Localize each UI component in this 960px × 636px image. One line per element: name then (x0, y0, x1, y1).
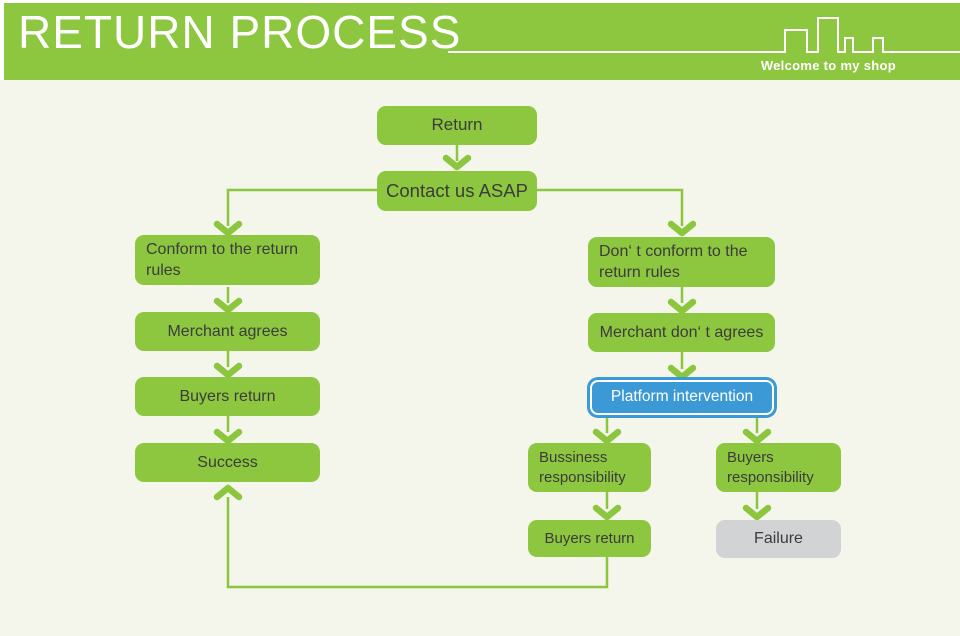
node-dont-conform-to-rules: Don‘ t conform to the return rules (588, 237, 775, 287)
node-contact-us-asap: Contact us ASAP (377, 171, 537, 211)
page-title: RETURN PROCESS (18, 6, 462, 58)
node-failure: Failure (716, 520, 841, 558)
node-merchant-agrees: Merchant agrees (135, 312, 320, 351)
node-platform-intervention: Platform intervention (590, 380, 774, 415)
node-success: Success (135, 443, 320, 482)
node-buyers-return-left: Buyers return (135, 377, 320, 416)
header-tagline: Welcome to my shop (760, 58, 896, 73)
node-business-responsibility: Bussiness responsibility (528, 443, 651, 492)
node-buyers-return-right: Buyers return (528, 520, 651, 557)
node-buyers-responsibility: Buyers responsibility (716, 443, 841, 492)
node-return: Return (377, 106, 537, 145)
node-conform-to-rules: Conform to the return rules (135, 235, 320, 285)
node-merchant-dont-agrees: Merchant don‘ t agrees (588, 313, 775, 352)
header: RETURN PROCESS Welcome to my shop (4, 3, 960, 80)
